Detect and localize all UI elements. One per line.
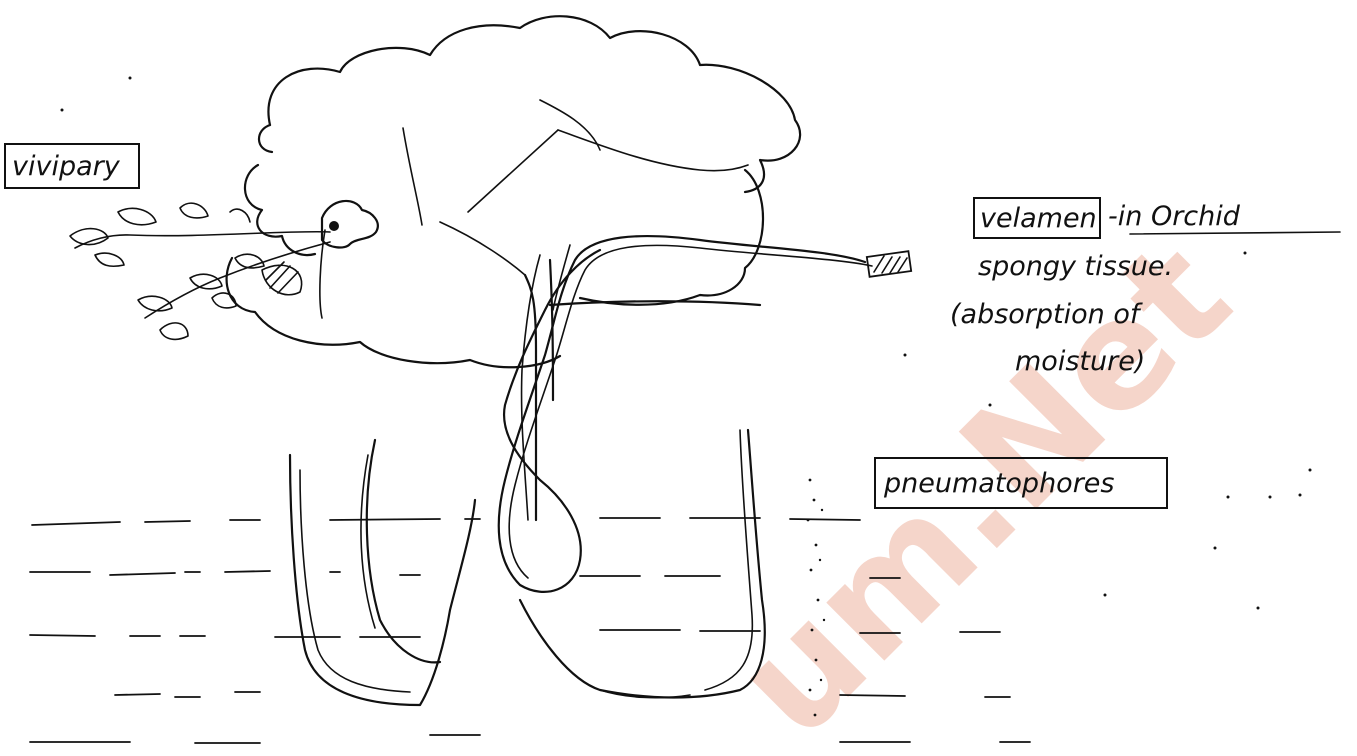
svg-text:pneumatophores: pneumatophores bbox=[883, 468, 1114, 499]
svg-text:-in Orchid: -in Orchid bbox=[1108, 201, 1241, 232]
label-absorption: (absorption of bbox=[950, 299, 1143, 330]
svg-text:velamen: velamen bbox=[980, 203, 1097, 234]
label-vivipary: vivipary bbox=[5, 144, 139, 188]
label-moisture: moisture) bbox=[1015, 346, 1145, 377]
vivipary-branch bbox=[70, 201, 378, 339]
label-spongy-tissue: spongy tissue. bbox=[978, 251, 1173, 282]
svg-text:vivipary: vivipary bbox=[12, 151, 121, 182]
tree-canopy bbox=[227, 16, 801, 367]
pneumatophores bbox=[290, 430, 765, 705]
velamen-tip-icon bbox=[867, 251, 911, 277]
